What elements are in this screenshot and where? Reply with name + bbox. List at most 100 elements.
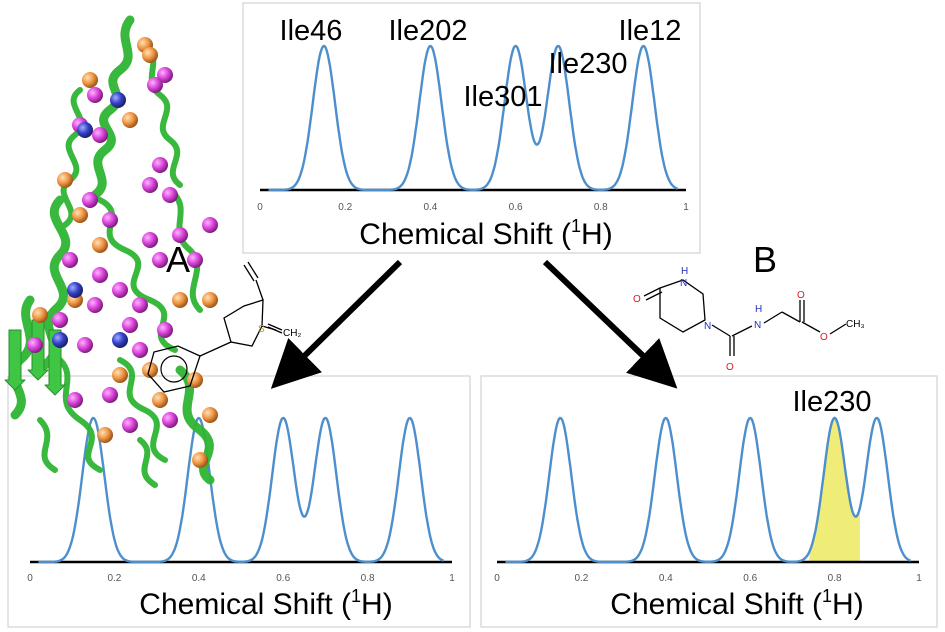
- ligand-b-n3: N: [754, 320, 761, 331]
- peak-label-ile301: Ile301: [463, 81, 542, 113]
- x-tick-label: 0.4: [192, 573, 206, 584]
- panel-b-spectrum-line: [505, 416, 912, 564]
- orange-sphere: [172, 292, 188, 308]
- protein-ribbon: [60, 87, 85, 228]
- magenta-sphere: [132, 297, 148, 313]
- orange-sphere: [202, 292, 218, 308]
- protein-beta-strand: [4, 329, 26, 391]
- x-tick-label: 0.2: [338, 202, 352, 213]
- panel-label-b: B: [753, 239, 777, 280]
- ligand-b-ester-oxygen-2: O: [820, 332, 828, 343]
- ligand-a-ch2: CH₂: [283, 328, 301, 339]
- peak-label-ile202: Ile202: [388, 15, 467, 47]
- blue-sphere: [52, 332, 68, 348]
- magenta-sphere: [162, 187, 178, 203]
- x-tick-label: 0.2: [107, 573, 121, 584]
- reference-axis-title: Chemical Shift (1H): [359, 216, 612, 251]
- x-tick-label: 0.6: [743, 573, 757, 584]
- blue-sphere: [67, 282, 83, 298]
- magenta-sphere: [187, 252, 203, 268]
- x-tick-label: 0.4: [423, 202, 437, 213]
- magenta-sphere: [102, 212, 118, 228]
- ligand-b-ester-oxygen-1: O: [797, 290, 805, 301]
- magenta-sphere: [157, 67, 173, 83]
- orange-sphere: [192, 452, 208, 468]
- magenta-sphere: [52, 312, 68, 328]
- protein-cartoon: [4, 15, 218, 488]
- protein-ribbon: [37, 417, 58, 473]
- x-tick-label: 0.8: [361, 573, 375, 584]
- protein-ribbon: [57, 357, 103, 473]
- magenta-sphere: [87, 87, 103, 103]
- magenta-sphere: [172, 227, 188, 243]
- arrow-to-panel-a: [270, 259, 403, 389]
- magenta-sphere: [92, 267, 108, 283]
- panel-b-axis-title: Chemical Shift (1H): [610, 586, 863, 621]
- ligand-b-nh1: H: [681, 266, 688, 277]
- magenta-sphere: [112, 282, 128, 298]
- x-tick-label: 0.2: [574, 573, 588, 584]
- peak-label-ile230: Ile230: [792, 386, 871, 418]
- magenta-sphere: [92, 127, 108, 143]
- ligand-a-structure: S CH₂: [147, 261, 301, 393]
- magenta-sphere: [27, 337, 43, 353]
- peak-label-ile230: Ile230: [548, 48, 627, 80]
- arrow-to-panel-b: [542, 259, 678, 389]
- x-tick-label: 0.8: [594, 202, 608, 213]
- orange-sphere: [92, 237, 108, 253]
- magenta-sphere: [77, 337, 93, 353]
- magenta-sphere: [62, 252, 78, 268]
- magenta-sphere: [122, 317, 138, 333]
- blue-sphere: [110, 92, 126, 108]
- ligand-b-n2: N: [704, 321, 711, 332]
- magenta-sphere: [202, 217, 218, 233]
- protein-ribbon: [117, 357, 168, 463]
- orange-sphere: [142, 47, 158, 63]
- x-tick-label: 0: [257, 202, 263, 213]
- magenta-sphere: [152, 157, 168, 173]
- orange-sphere: [112, 367, 128, 383]
- ile230-highlight-fill: [809, 417, 860, 562]
- x-tick-label: 0: [494, 573, 500, 584]
- x-tick-label: 1: [683, 202, 689, 213]
- orange-sphere: [72, 207, 88, 223]
- protein-ribbon: [167, 187, 203, 313]
- magenta-sphere: [162, 412, 178, 428]
- magenta-sphere: [152, 252, 168, 268]
- panel-a-axis-title: Chemical Shift (1H): [139, 586, 392, 621]
- ligand-b-nh2: H: [755, 304, 762, 315]
- ligand-b-ring-oxygen: O: [633, 294, 641, 305]
- magenta-sphere: [132, 342, 148, 358]
- magenta-sphere: [82, 192, 98, 208]
- magenta-sphere: [142, 232, 158, 248]
- magenta-sphere: [67, 392, 83, 408]
- blue-sphere: [112, 332, 128, 348]
- ligand-b-structure: O H N N O H N O O CH₃: [633, 266, 865, 373]
- magenta-sphere: [87, 297, 103, 313]
- ligand-b-n1: N: [680, 278, 687, 289]
- magenta-sphere: [122, 417, 138, 433]
- peak-label-ile12: Ile12: [619, 15, 682, 47]
- orange-sphere: [202, 407, 218, 423]
- orange-sphere: [32, 307, 48, 323]
- orange-sphere: [82, 72, 98, 88]
- orange-sphere: [122, 112, 138, 128]
- protein-ribbon: [137, 437, 158, 488]
- panel-a-spectrum-line: [38, 416, 445, 564]
- panel-label-a: A: [166, 239, 190, 280]
- orange-sphere: [142, 362, 158, 378]
- orange-sphere: [97, 427, 113, 443]
- protein-ribbon: [90, 15, 135, 200]
- peak-label-ile46: Ile46: [280, 15, 343, 47]
- blue-sphere: [77, 122, 93, 138]
- x-tick-label: 1: [916, 573, 922, 584]
- magenta-sphere: [142, 177, 158, 193]
- orange-sphere: [152, 392, 168, 408]
